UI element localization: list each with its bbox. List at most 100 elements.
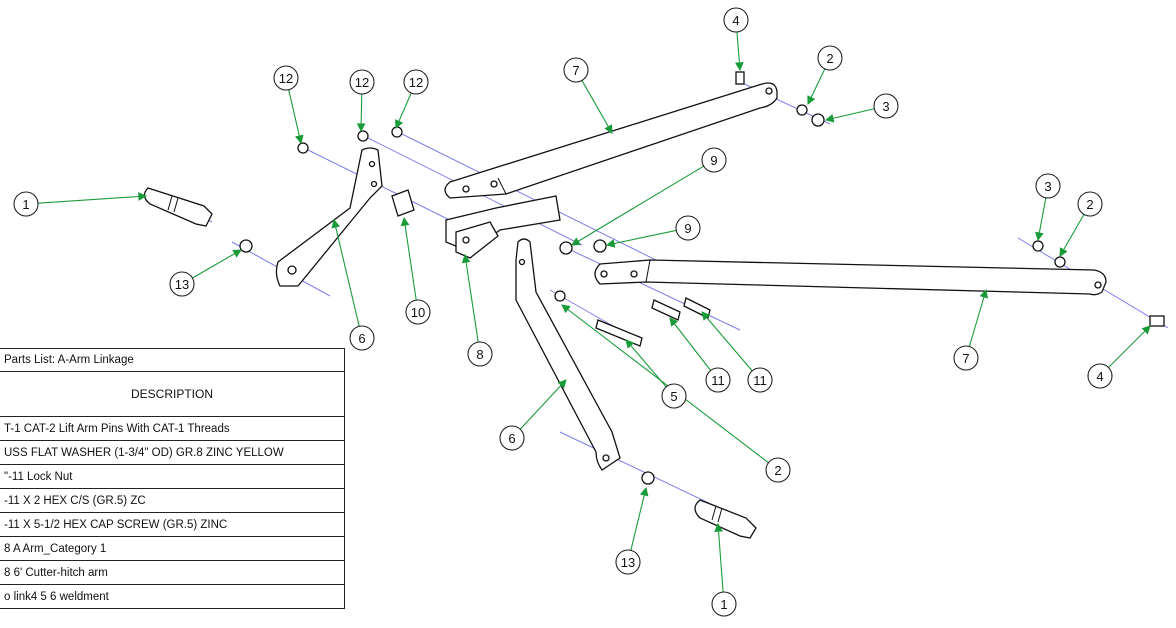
- table-row: 8 A Arm_Category 1: [0, 536, 345, 561]
- description-cell: o link4 5 6 weldment: [0, 584, 345, 609]
- part-lift-arm-pin-1-upper: [143, 187, 213, 227]
- callout-circle: [1087, 363, 1113, 389]
- callout-number: 9: [710, 153, 717, 168]
- description-cell: USS FLAT WASHER (1-3/4" OD) GR.8 ZINC YE…: [0, 440, 345, 465]
- callout-number: 12: [355, 75, 369, 90]
- callout-number: 1: [720, 597, 727, 612]
- leader-arrow: [356, 93, 366, 133]
- leader-arrow: [561, 304, 769, 464]
- parts-list-header-row: DESCRIPTION: [0, 371, 345, 417]
- leader-arrow: [192, 249, 242, 279]
- callout-circle: [705, 367, 731, 393]
- part-lift-arm-pin-1-lower: [694, 499, 757, 539]
- leader-arrow: [807, 68, 826, 105]
- parts-list-title: Parts List: A-Arm Linkage: [0, 348, 345, 372]
- callout-balloon: 13: [169, 271, 195, 297]
- callout-balloon: 12: [349, 69, 375, 95]
- leader-arrow: [701, 311, 753, 372]
- callout-number: 12: [409, 75, 423, 90]
- callout-number: 4: [732, 13, 739, 28]
- callout-circle: [563, 57, 589, 83]
- leader-arrow: [968, 288, 989, 347]
- table-row: USS FLAT WASHER (1-3/4" OD) GR.8 ZINC YE…: [0, 440, 345, 465]
- description-cell: -11 X 5-1/2 HEX CAP SCREW (GR.5) ZINC: [0, 512, 345, 537]
- leader-arrow: [461, 253, 479, 343]
- leader-arrow: [824, 108, 875, 123]
- callout-balloon: 11: [747, 367, 773, 393]
- callout-circle: [349, 69, 375, 95]
- callout-circle: [817, 45, 843, 71]
- callout-circle: [711, 591, 737, 617]
- leader-arrow: [400, 216, 417, 301]
- callout-circle: [467, 341, 493, 367]
- callout-balloon: 2: [817, 45, 843, 71]
- callout-number: 7: [962, 351, 969, 366]
- callout-balloon: 7: [563, 57, 589, 83]
- table-row: -11 X 5-1/2 HEX CAP SCREW (GR.5) ZINC: [0, 512, 345, 537]
- part-upper-arm-7: [444, 82, 778, 199]
- leader-arrows: [37, 31, 1151, 593]
- leader-arrow: [734, 31, 744, 72]
- callout-balloon: 2: [765, 457, 791, 483]
- leader-arrow: [331, 218, 360, 327]
- leader-arrow: [714, 522, 724, 593]
- callout-number: 6: [508, 431, 515, 446]
- description-cell: 8 6' Cutter-hitch arm: [0, 560, 345, 585]
- part-lower-arm-7: [594, 259, 1107, 296]
- callout-number: 3: [1044, 179, 1051, 194]
- parts-list-table: Parts List: A-Arm Linkage DESCRIPTION T-…: [0, 348, 345, 609]
- callout-balloon: 10: [405, 299, 431, 325]
- callout-balloon: 1: [13, 191, 39, 217]
- callout-balloons: 1 12 12 12 4 7 2 3 9 9 13 6 10 8 3 2 5 11 11 7 4 6 2 13 1: [13, 7, 1113, 617]
- leader-arrow: [1035, 197, 1047, 242]
- callout-circle: [273, 65, 299, 91]
- callout-number: 11: [711, 373, 725, 388]
- description-cell: "-11 Lock Nut: [0, 464, 345, 489]
- table-row: o link4 5 6 weldment: [0, 584, 345, 609]
- callout-circle: [349, 325, 375, 351]
- callout-balloon: 13: [615, 549, 641, 575]
- leader-arrow: [1059, 214, 1085, 257]
- leader-arrow: [395, 92, 412, 130]
- leader-arrow: [37, 192, 148, 204]
- callout-balloon: 1: [711, 591, 737, 617]
- callout-balloon: 6: [499, 425, 525, 451]
- callout-circle: [405, 299, 431, 325]
- callout-balloon: 12: [273, 65, 299, 91]
- part-top-link-weldment-6: [275, 147, 383, 287]
- callout-number: 1: [22, 197, 29, 212]
- table-row: T-1 CAT-2 Lift Arm Pins With CAT-1 Threa…: [0, 416, 345, 441]
- callout-number: 12: [279, 71, 293, 86]
- callout-balloon: 7: [953, 345, 979, 371]
- leader-arrow: [581, 80, 613, 134]
- callout-number: 6: [358, 331, 365, 346]
- callout-circle: [13, 191, 39, 217]
- table-row: "-11 Lock Nut: [0, 464, 345, 489]
- callout-balloon: 4: [723, 7, 749, 33]
- callout-circle: [403, 69, 429, 95]
- callout-circle: [1035, 173, 1061, 199]
- callout-balloon: 12: [403, 69, 429, 95]
- callout-balloon: 3: [873, 93, 899, 119]
- callout-circle: [747, 367, 773, 393]
- leader-arrow: [288, 89, 304, 145]
- leader-arrow: [1108, 325, 1151, 368]
- callout-balloon: 2: [1077, 191, 1103, 217]
- callout-number: 7: [572, 63, 579, 78]
- callout-number: 5: [670, 389, 677, 404]
- callout-balloon: 8: [467, 341, 493, 367]
- description-cell: T-1 CAT-2 Lift Arm Pins With CAT-1 Threa…: [0, 416, 345, 441]
- callout-number: 13: [621, 555, 635, 570]
- callout-number: 9: [684, 221, 691, 236]
- callout-number: 2: [826, 51, 833, 66]
- part-lower-link-weldment-6: [515, 238, 621, 471]
- leader-arrow: [605, 229, 677, 248]
- callout-circle: [765, 457, 791, 483]
- callout-balloon: 4: [1087, 363, 1113, 389]
- callout-balloon: 9: [675, 215, 701, 241]
- callout-balloon: 5: [661, 383, 687, 409]
- callout-number: 11: [753, 373, 767, 388]
- description-cell: -11 X 2 HEX C/S (GR.5) ZC: [0, 488, 345, 513]
- part-bracket-8: [445, 195, 561, 259]
- callout-number: 4: [1096, 369, 1103, 384]
